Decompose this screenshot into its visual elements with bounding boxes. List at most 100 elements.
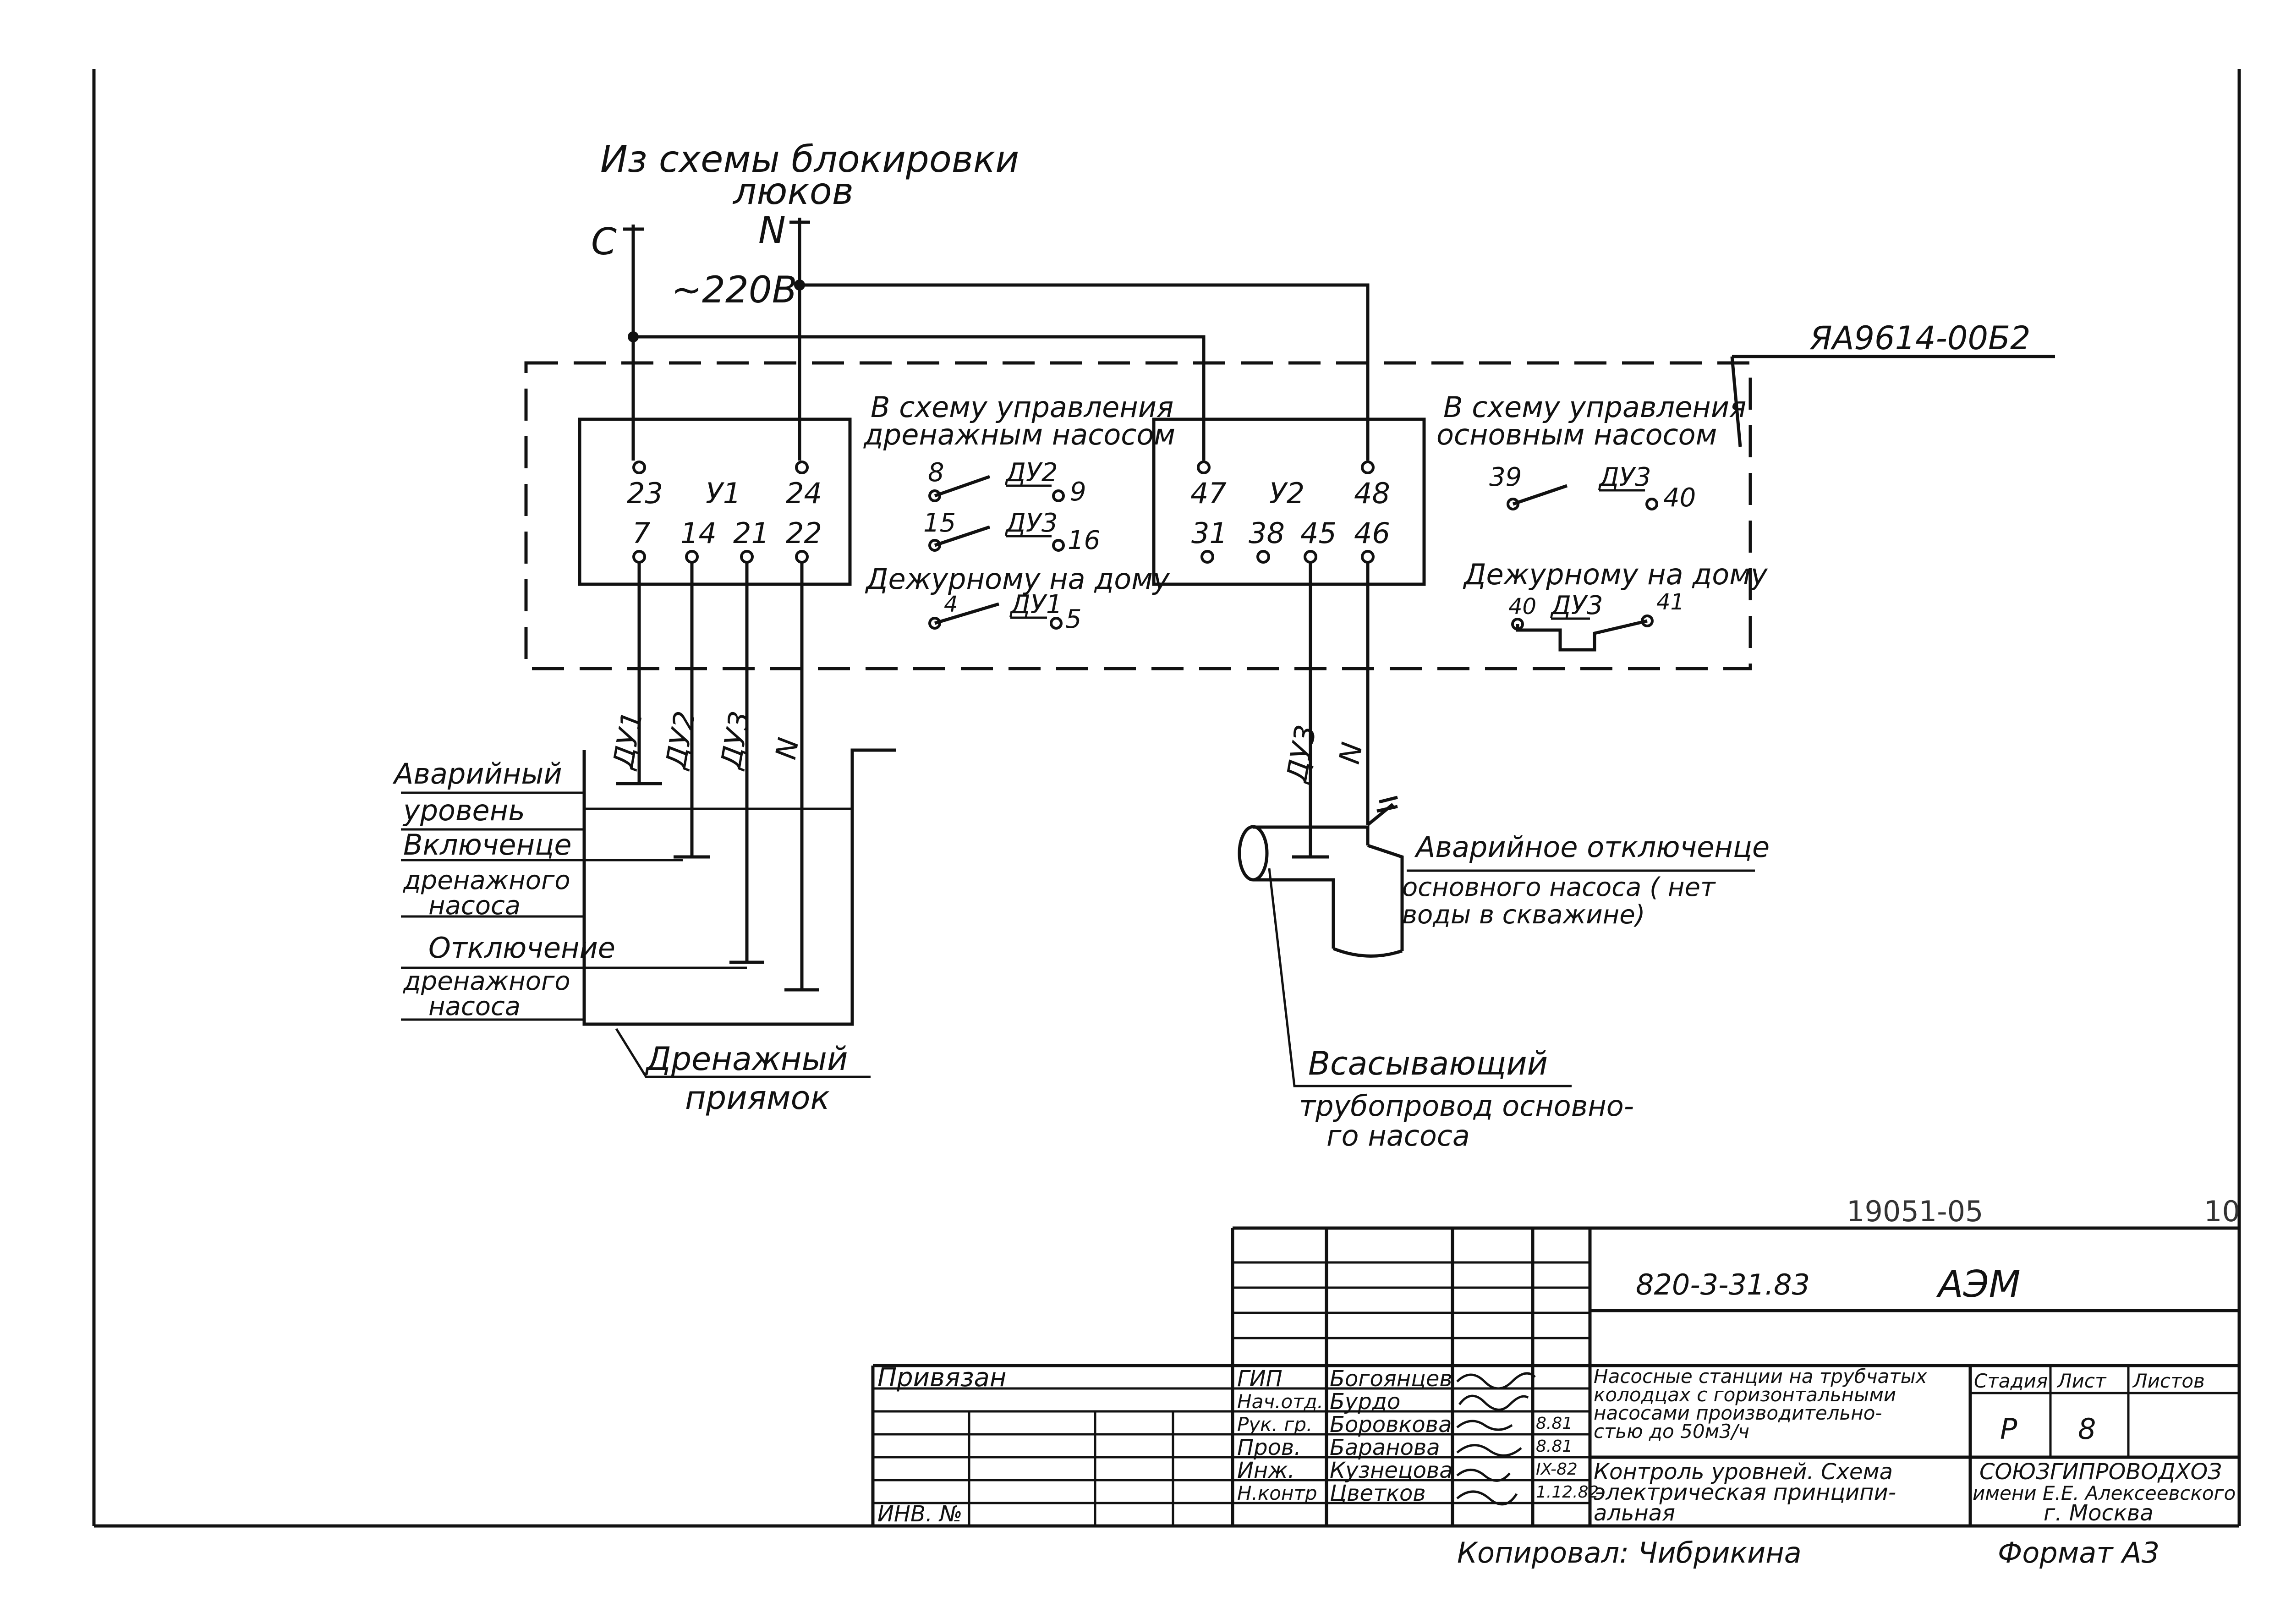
organization-line1: СОЮЗГИПРОВОДХОЗ <box>1979 1459 2222 1485</box>
svg-text:8: 8 <box>928 458 944 488</box>
wire-label-du1: ДУ1 <box>606 708 649 772</box>
drain-contacts-title-line1: В схему управления <box>871 390 1173 424</box>
svg-text:ДУ3: ДУ3 <box>1598 462 1651 492</box>
role-group-head: Рук. гр. <box>1237 1413 1312 1436</box>
suction-label-line1: Всасывающий <box>1308 1045 1548 1082</box>
u2-terminal-45: 45 <box>1300 516 1337 550</box>
document-mark: АЭМ <box>1936 1263 2021 1306</box>
role-engineer: Инж. <box>1237 1458 1295 1483</box>
copied-by: Копировал: Чибрикина <box>1457 1536 1802 1569</box>
u1-terminal-22: 22 <box>786 516 822 550</box>
sump-name-2: приямок <box>685 1079 830 1117</box>
u2-name: У2 <box>1269 477 1304 510</box>
sump-level-on-3: насоса <box>428 891 521 921</box>
u1-terminal-21: 21 <box>733 516 769 550</box>
role-norm-control: Н.контр <box>1237 1482 1317 1504</box>
u1-terminal-14: 14 <box>680 516 717 550</box>
u2-terminal-48: 48 <box>1354 477 1390 510</box>
stage-header: Стадия <box>1974 1370 2048 1392</box>
u1-terminal-7: 7 <box>632 516 650 550</box>
date-group-head: 8.81 <box>1536 1414 1573 1433</box>
sheets-header: Листов <box>2132 1370 2205 1392</box>
main-contacts-title-line2: основным насосом <box>1436 418 1717 451</box>
pipe-alarm-line2: основного насоса ( нет <box>1402 872 1716 902</box>
name-group-head: Боровкова <box>1330 1412 1452 1437</box>
source-title-line1: Из схемы блокировки <box>600 138 1019 181</box>
contact-du2-8-9: 8 ДУ2 9 <box>928 458 1086 507</box>
svg-text:39: 39 <box>1489 462 1522 492</box>
duty-title-right: Дежурному на дому <box>1463 558 1768 591</box>
u1-name: У1 <box>706 477 741 510</box>
drain-contacts-title-line2: дренажным насосом <box>863 418 1175 451</box>
svg-text:40: 40 <box>1663 483 1696 513</box>
u2-terminal-46: 46 <box>1354 516 1390 550</box>
bound-label: Привязан <box>877 1363 1006 1393</box>
title1-line4: стью до 50м3/ч <box>1594 1420 1749 1443</box>
role-gip: ГИП <box>1237 1366 1283 1392</box>
source-title-line2: люков <box>732 170 854 213</box>
sump-name-1: Дренажный <box>645 1040 848 1078</box>
contact-du3-39-40: 39 ДУ3 40 <box>1489 462 1696 513</box>
u2-terminal-31: 31 <box>1191 516 1228 550</box>
wire-label-n-right: N <box>1332 740 1369 766</box>
sheet-value: 8 <box>2078 1412 2096 1446</box>
duty-title-left: Дежурному на дому <box>865 562 1170 596</box>
sump-sensor-wiring <box>616 562 819 992</box>
sump-level-alarm-2: уровень <box>402 794 525 827</box>
contact-du3-40-41: 40 ДУ3 41 <box>1508 589 1684 652</box>
role-dept-head: Нач.отд. <box>1237 1390 1323 1413</box>
name-norm-control: Цветков <box>1330 1481 1426 1506</box>
u1-terminal-23: 23 <box>627 477 663 510</box>
u1-terminal-24: 24 <box>786 477 822 510</box>
sump-level-off-2: дренажного <box>403 966 570 996</box>
sump-level-on-1: Включенце <box>403 828 571 861</box>
title2-line3: альная <box>1594 1500 1675 1526</box>
svg-text:40: 40 <box>1508 594 1536 620</box>
title1-line2: колодцах с горизонтальными <box>1594 1383 1896 1406</box>
svg-text:9: 9 <box>1070 477 1086 507</box>
svg-text:ДУ3: ДУ3 <box>1004 508 1058 538</box>
panel-code: ЯА9614-00Б2 <box>1809 319 2031 357</box>
title2-line1: Контроль уровней. Схема <box>1594 1459 1893 1485</box>
svg-text:5: 5 <box>1065 604 1082 634</box>
pipe-alarm-line1: Аварийное отключенце <box>1414 830 1770 864</box>
u2-terminal-47: 47 <box>1190 477 1227 510</box>
svg-text:16: 16 <box>1068 526 1100 555</box>
pipe-sensor-wiring <box>1292 562 1398 859</box>
svg-text:ДУ3: ДУ3 <box>1550 591 1603 620</box>
sheet-header: Лист <box>2056 1370 2107 1392</box>
voltage-label: ~220В <box>671 269 797 311</box>
archive-number: 19051-05 <box>1847 1195 1984 1228</box>
svg-text:ДУ1: ДУ1 <box>1009 590 1063 620</box>
date-checker: 8.81 <box>1536 1437 1573 1456</box>
wire-label-du2: ДУ2 <box>658 708 702 772</box>
phase-label: С <box>591 220 617 263</box>
date-engineer: IX-82 <box>1536 1460 1578 1479</box>
name-gip: Богоянцев <box>1330 1366 1452 1392</box>
stage-value: Р <box>2000 1412 2017 1446</box>
title1-line3: насосами производительно- <box>1594 1402 1882 1424</box>
relay-block-u1 <box>578 417 852 586</box>
svg-text:41: 41 <box>1656 589 1684 615</box>
title1-line1: Насосные станции на трубчатых <box>1594 1365 1928 1388</box>
suction-leader <box>1268 868 1572 1087</box>
panel-code-leader <box>1730 356 1742 447</box>
sump-leader <box>615 1028 871 1078</box>
pipe-alarm-line3: воды в скважине) <box>1402 900 1645 930</box>
suction-label-line2: трубопровод основно- <box>1299 1089 1634 1123</box>
date-norm-control: 1.12.82 <box>1536 1483 1599 1502</box>
sump-level-lines <box>401 791 852 1021</box>
document-code: 820-3-31.83 <box>1636 1268 1810 1301</box>
relay-block-u2 <box>1152 417 1426 586</box>
main-contacts-title-line1: В схему управления <box>1443 390 1746 424</box>
name-checker: Баранова <box>1330 1435 1440 1460</box>
svg-text:4: 4 <box>944 592 958 617</box>
sump-level-alarm-1: Аварийный <box>392 757 562 790</box>
wire-label-du3-left: ДУ3 <box>713 708 756 772</box>
role-checker: Пров. <box>1237 1435 1301 1460</box>
wire-label-du3-right: ДУ3 <box>1279 722 1322 786</box>
drain-sump-pit <box>582 748 896 1026</box>
suction-label-line3: го насоса <box>1326 1119 1470 1152</box>
